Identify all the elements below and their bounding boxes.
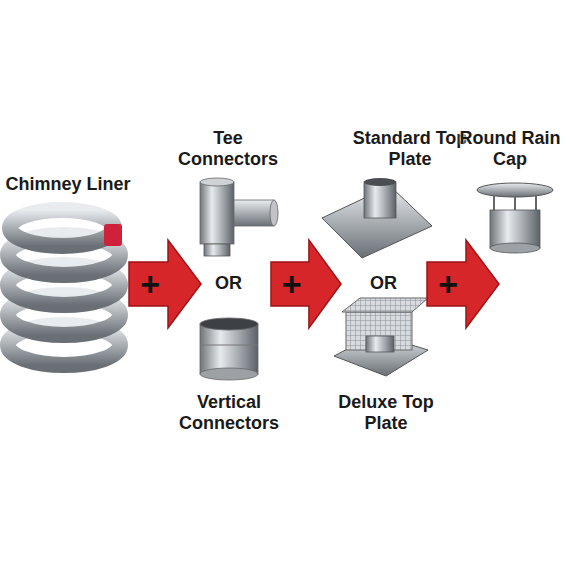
deluxe-top-plate — [334, 298, 428, 376]
vertical-connector — [200, 318, 258, 380]
product-name: Chimney Liner — [5, 174, 131, 195]
plus-arrow: + — [128, 238, 202, 330]
plus-sign: + — [426, 238, 470, 330]
product-label: Chimney Liner — [5, 174, 131, 197]
product-name: Standard Top Plate — [346, 128, 474, 170]
liner-coil — [8, 210, 122, 365]
arrow-shape — [270, 238, 342, 330]
or-label: OR — [370, 273, 397, 294]
tee-connector — [200, 178, 278, 256]
arrow-shape — [426, 238, 500, 330]
product-label: Vertical Connectors — [168, 392, 290, 436]
product-name: Tee Connectors — [172, 128, 284, 170]
plus-sign: + — [270, 238, 313, 330]
plus-arrow: + — [270, 238, 342, 330]
arrow-shape — [128, 238, 202, 330]
product-name: Deluxe Top Plate — [324, 392, 448, 434]
product-name: Round Rain Cap — [452, 128, 568, 170]
or-label: OR — [215, 273, 242, 294]
product-label: Tee Connectors — [172, 128, 284, 172]
plus-arrow: + — [426, 238, 500, 330]
plus-sign: + — [128, 238, 172, 330]
rain-cap — [477, 183, 553, 253]
product-name: Vertical Connectors — [168, 392, 290, 434]
product-label: Round Rain Cap — [452, 128, 568, 172]
product-label: Deluxe Top Plate — [324, 392, 448, 436]
standard-top-plate — [322, 178, 432, 258]
product-label: Standard Top Plate — [346, 128, 474, 172]
